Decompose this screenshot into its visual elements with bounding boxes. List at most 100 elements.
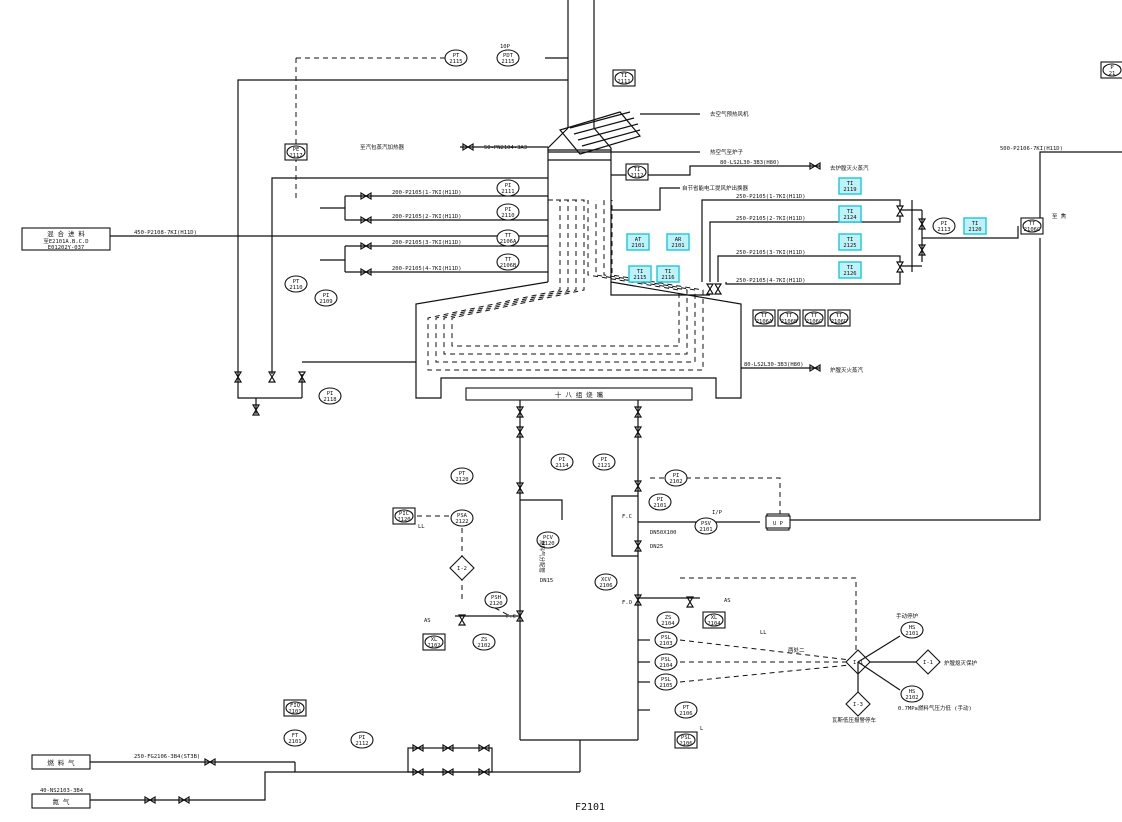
flag-fc-right: F.C — [622, 514, 632, 520]
descriptor-shutoff: 两处二 — [788, 646, 805, 654]
gate-valve — [233, 371, 243, 383]
descriptor-steam-bottom: 炉膛灭火蒸汽 — [830, 366, 864, 374]
ring-header-label: 十 八 组 烧 嘴 — [555, 390, 604, 399]
gate-valve — [442, 743, 454, 753]
line-label-stack: 10P — [500, 44, 511, 50]
flag-fo: F.O — [622, 600, 632, 606]
descriptor-branch: 燃料气分配管 — [538, 540, 546, 574]
line-label-p1: 200-P2105(1-7KI(H11D) — [392, 190, 462, 196]
flag-ll-right: LL — [760, 630, 767, 636]
interlocks: I-2I-1I-3I-1 — [449, 555, 941, 717]
gate-valve — [204, 757, 216, 767]
gate-valve — [144, 795, 156, 805]
gate-valve — [515, 482, 525, 494]
gate-valve — [360, 241, 372, 251]
flag-fc-left: F.C — [506, 614, 516, 620]
flag-ll-left: LL — [418, 524, 425, 530]
gate-valve — [267, 371, 277, 383]
interlock-i1-tag: I-2 — [457, 566, 467, 572]
signal-lines — [417, 477, 857, 683]
line-label-dn15: DN15 — [540, 578, 553, 584]
